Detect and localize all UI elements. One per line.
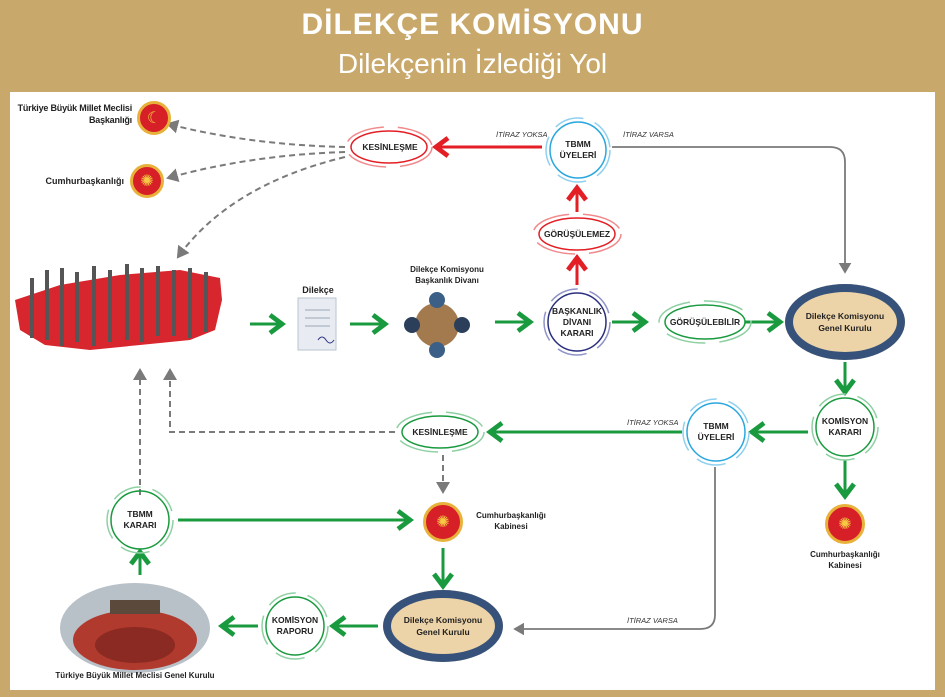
- node-text: TBMM: [127, 509, 153, 519]
- node-gorusulemez: GÖRÜŞÜLEMEZ: [543, 228, 611, 239]
- node-text: KARARI: [560, 327, 594, 338]
- parliament-general-assembly-label: Türkiye Büyük Millet Meclisi Genel Kurul…: [55, 671, 215, 680]
- node-kesinlesme-mid: KESİNLEŞME: [412, 426, 468, 437]
- presidency-council-table-icon: [404, 292, 470, 358]
- node-rings: [106, 117, 879, 660]
- green-arrows: [129, 311, 856, 637]
- tbmm-presidency-label: Türkiye Büyük Millet Meclisi Başkanlığı: [17, 103, 133, 125]
- flow-arrows: [15, 117, 879, 673]
- node-text: KOMİSYON: [271, 615, 319, 625]
- label-text: Cumhurbaşkanlığı: [476, 511, 546, 520]
- node-text: Genel Kurulu: [818, 323, 872, 333]
- label-text: Kabinesi: [828, 561, 862, 570]
- ring-kesinlesme-top-outer: [345, 126, 433, 168]
- cabinet-seal-center-icon: ✺: [423, 502, 463, 542]
- presidency-seal-icon: ✺: [130, 164, 164, 198]
- label-text: Dilekçe Komisyonu: [410, 265, 484, 274]
- red-arrows: [432, 136, 588, 285]
- node-text: Dilekçe Komisyonu: [403, 615, 483, 625]
- ring-tbmm-uyeleri-top: [549, 121, 607, 179]
- node-text: Dilekçe Komisyonu: [805, 311, 885, 321]
- node-text: BAŞKANLIK: [551, 305, 603, 316]
- header: DİLEKÇE KOMİSYONU Dilekçenin İzlediği Yo…: [0, 0, 945, 90]
- gray-arrows: [513, 146, 852, 636]
- presidency-label: Cumhurbaşkanlığı: [45, 176, 124, 186]
- node-text: KOMİSYON: [821, 416, 869, 426]
- node-text: KARARI: [828, 427, 862, 437]
- cabinet-seal-right-icon: ✺: [825, 504, 865, 544]
- tbmm-seal-icon: ☾: [137, 101, 171, 135]
- petition-document-icon: [297, 297, 337, 351]
- node-text: DİVANI: [562, 316, 592, 327]
- node-text: TBMM: [565, 139, 591, 149]
- node-text: RAPORU: [276, 626, 314, 636]
- edge-label-itiraz-varsa-bottom: İTİRAZ VARSA: [627, 616, 678, 625]
- node-gorusulebilir: GÖRÜŞÜLEBİLİR: [669, 316, 741, 327]
- parliament-hall-illustration: [60, 583, 210, 673]
- edge-label-itiraz-varsa-top: İTİRAZ VARSA: [623, 130, 674, 139]
- petition-label: Dilekçe: [302, 285, 334, 295]
- node-text: ÜYELERİ: [697, 432, 735, 442]
- label-text: Başkanlık Divanı: [415, 276, 479, 285]
- edge-label-itiraz-yoksa-top: İTİRAZ YOKSA: [496, 130, 548, 139]
- label-text: Cumhurbaşkanlığı: [810, 550, 880, 559]
- node-kesinlesme-top: KESİNLEŞME: [362, 141, 418, 152]
- ring-kesinlesme-top: [350, 130, 428, 164]
- node-text: Genel Kurulu: [416, 627, 470, 637]
- label-text: Kabinesi: [494, 522, 528, 531]
- dashed-arrows-top: [133, 119, 450, 495]
- edge-label-itiraz-yoksa-mid: İTİRAZ YOKSA: [627, 418, 679, 427]
- diagram-panel: Türkiye Büyük Millet Meclisi Başkanlığı …: [10, 92, 935, 690]
- node-text: TBMM: [703, 421, 729, 431]
- turkey-map-people-illustration: [15, 264, 222, 350]
- node-text: ÜYELERİ: [559, 150, 597, 160]
- page-title: DİLEKÇE KOMİSYONU: [301, 8, 644, 41]
- node-text: KARARI: [123, 520, 157, 530]
- page-subtitle: Dilekçenin İzlediği Yol: [337, 48, 608, 79]
